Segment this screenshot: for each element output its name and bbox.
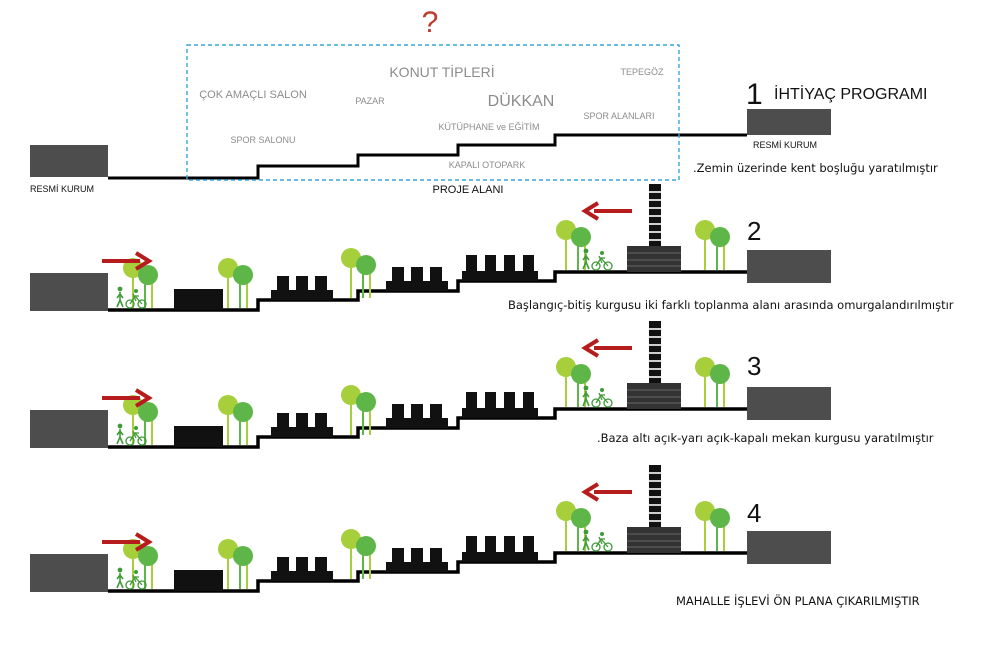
project-area-label: PROJE ALANI xyxy=(433,184,504,196)
label-kutuphane: KÜTÜPHANE ve EĞİTİM xyxy=(438,122,539,132)
panel-2-caption: Başlangıç-bitiş kurgusu iki farklı topla… xyxy=(508,298,954,312)
ground-line xyxy=(108,133,747,180)
right-building-label: RESMİ KURUM xyxy=(753,140,817,150)
label-cok-amacli: ÇOK AMAÇLI SALON xyxy=(199,89,307,101)
project-area-box xyxy=(186,44,680,181)
label-kapali-otopark: KAPALI OTOPARK xyxy=(449,160,526,170)
panel-1-caption: .Zemin üzerinde kent boşluğu yaratılmışt… xyxy=(693,161,938,175)
panel-3: 3 .Baza altı açık-yarı açık-kapalı mekan… xyxy=(30,321,934,448)
label-dukkan: DÜKKAN xyxy=(488,92,555,110)
panel-1-heading: İHTİYAÇ PROGRAMI xyxy=(774,84,928,103)
panel-2-number: 2 xyxy=(747,216,761,246)
panel-4-caption: MAHALLE İŞLEVİ ÖN PLANA ÇIKARILMIŞTIR xyxy=(676,592,920,608)
panel-3-number: 3 xyxy=(747,351,761,381)
panel-3-caption: .Baza altı açık-yarı açık-kapalı mekan k… xyxy=(597,431,934,445)
label-tepegoz: TEPEGÖZ xyxy=(620,67,664,77)
label-konut: KONUT TİPLERİ xyxy=(389,63,494,80)
question-mark: ? xyxy=(422,6,439,39)
label-spor-alanlari: SPOR ALANLARI xyxy=(583,111,654,121)
left-building-label: RESMİ KURUM xyxy=(30,184,94,194)
right-building xyxy=(747,109,831,135)
panel-4: 4 MAHALLE İŞLEVİ ÖN PLANA ÇIKARILMIŞTIR xyxy=(30,465,920,608)
label-pazar: PAZAR xyxy=(355,96,385,106)
left-building xyxy=(30,145,108,177)
panel-1: ? KONUT TİPLERİ DÜKKAN ÇOK AMAÇLI SALON … xyxy=(30,6,938,196)
panel-1-number: 1 xyxy=(746,78,763,111)
label-spor-salonu: SPOR SALONU xyxy=(230,135,295,145)
panel-2: 2 Başlangıç-bitiş kurgusu iki farklı top… xyxy=(30,184,954,312)
panel-4-number: 4 xyxy=(747,498,761,528)
